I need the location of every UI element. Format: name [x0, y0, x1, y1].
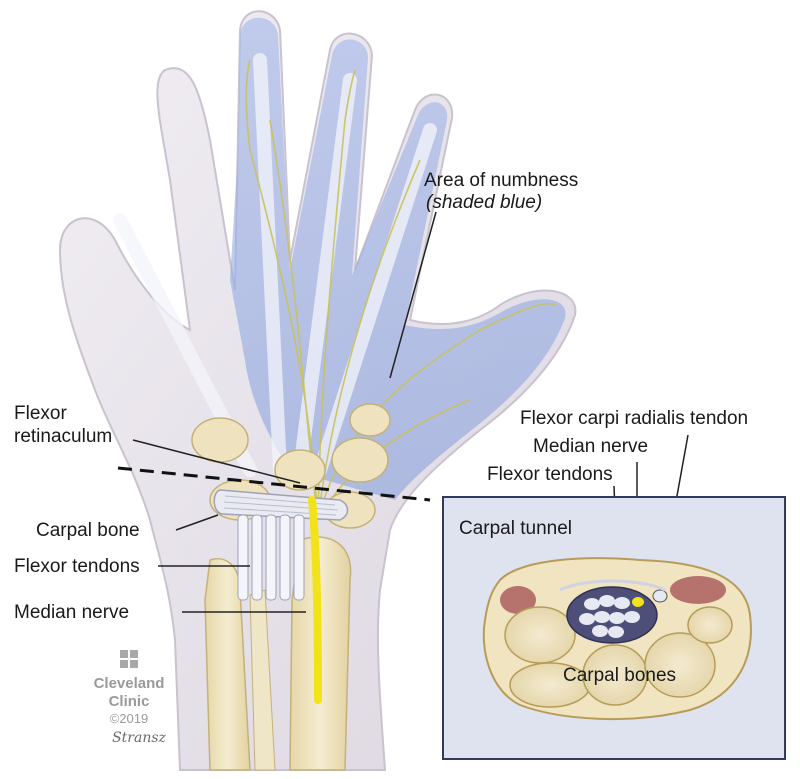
label-area-numbness: Area of numbness	[424, 170, 579, 191]
section-line	[117, 466, 431, 502]
label-flexor-carpi-radialis: Flexor carpi radialis tendon	[520, 408, 749, 429]
muscle-right	[670, 576, 726, 604]
retinaculum-inset	[559, 579, 666, 592]
label-carpal-bone: Carpal bone	[36, 520, 140, 541]
artist-signature: Stransz	[112, 730, 166, 746]
median-nerve-inset	[632, 597, 644, 607]
logo-line2: Clinic	[108, 693, 150, 710]
label-median-nerve-inset: Median nerve	[533, 436, 649, 457]
cleveland-clinic-logo-icon	[120, 650, 138, 668]
tunnel-tendons	[579, 595, 640, 638]
label-carpal-tunnel: Carpal tunnel	[459, 518, 573, 539]
label-flexor-retinaculum-2: retinaculum	[14, 426, 113, 447]
label-flexor-retinaculum-1: Flexor	[14, 403, 67, 424]
carpal-bones-inset	[504, 606, 733, 708]
median-nerve	[308, 496, 322, 704]
label-shaded-blue: (shaded blue)	[426, 192, 543, 213]
logo-copyright: ©2019	[109, 711, 149, 726]
cross-section-inset	[442, 496, 786, 760]
muscle-left	[500, 586, 536, 614]
fcr-tendon-inset	[652, 589, 668, 603]
label-flexor-tendons: Flexor tendons	[14, 556, 140, 577]
label-median-nerve: Median nerve	[14, 602, 130, 623]
label-flexor-tendons-inset: Flexor tendons	[487, 464, 613, 485]
flexor-tendons-wrist	[237, 514, 305, 601]
label-carpal-bones: Carpal bones	[563, 665, 677, 686]
logo-line1: Cleveland	[93, 675, 165, 692]
